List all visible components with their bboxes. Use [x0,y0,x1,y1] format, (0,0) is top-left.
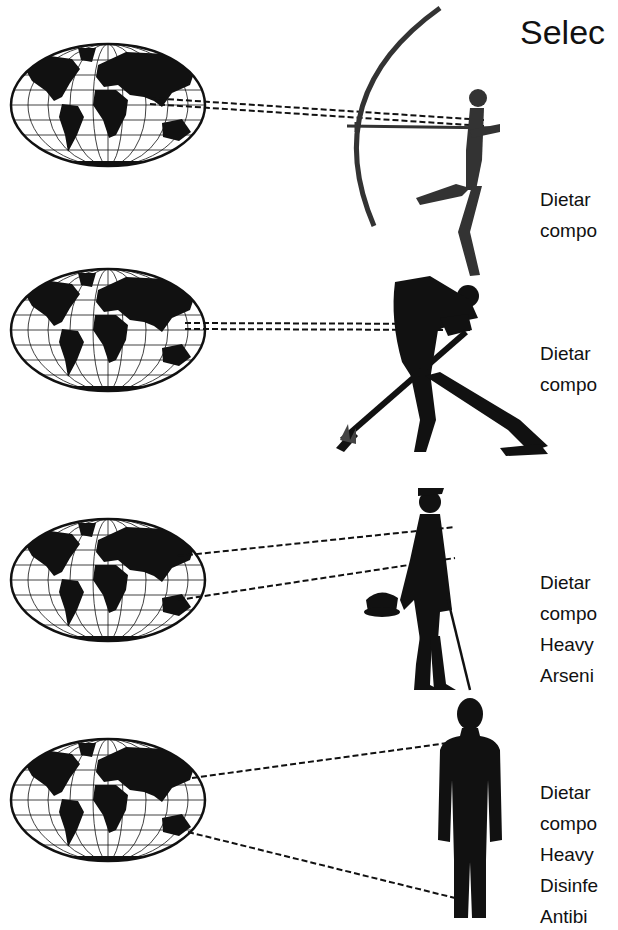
exposure-list: Dietar compo Heavy Arseni [540,567,597,691]
dashed-pointer [150,98,484,898]
exposure-list: Dietar compo Heavy Disinfe Antibi [540,777,598,930]
farmer-figure [336,276,548,456]
exposure-list: Dietar compo [540,184,597,246]
globe [8,269,208,394]
archer-figure [347,8,500,276]
businessman-figure [438,698,502,918]
globe [8,519,208,644]
exposure-list: Dietar compo [540,338,597,400]
title: Selec [520,12,605,52]
gentleman-figure [364,488,470,690]
globe [8,739,208,864]
